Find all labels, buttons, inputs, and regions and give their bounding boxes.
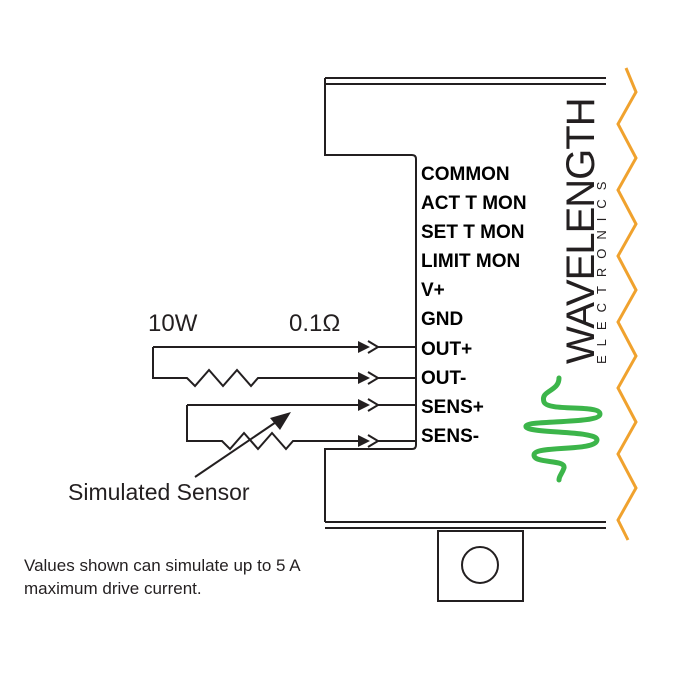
out-minus-arrow-icon: [358, 372, 370, 384]
logo-wave-icon: [523, 375, 603, 483]
wavelength-logo: WAVELENGTH ELECTRONICS: [523, 98, 609, 483]
mounting-hole-icon: [461, 546, 499, 584]
sensor-circuit: [186, 398, 416, 478]
out-plus-arrow-icon: [358, 341, 370, 353]
logo-main-text: WAVELENGTH: [559, 98, 603, 364]
pin-label-sens-minus: SENS-: [421, 426, 479, 447]
pin-label-act-t-mon: ACT T MON: [421, 193, 527, 214]
variable-arrow-head-icon: [270, 412, 291, 430]
logo-sub-text: ELECTRONICS: [594, 173, 609, 364]
pin-label-set-t-mon: SET T MON: [421, 222, 524, 243]
note-line-2: maximum drive current.: [24, 579, 202, 598]
mounting-tab-outline: [437, 530, 524, 602]
pin-label-gnd: GND: [421, 309, 463, 330]
pin-label-limit-mon: LIMIT MON: [421, 251, 520, 272]
sens-minus-arrow-icon: [358, 435, 370, 447]
pin-label-v-plus: V+: [421, 280, 445, 301]
pin-label-sens-plus: SENS+: [421, 397, 484, 418]
pin-labels: COMMON ACT T MON SET T MON LIMIT MON V+ …: [421, 164, 527, 447]
load-resistor-circuit: [152, 340, 416, 388]
pin-label-out-plus: OUT+: [421, 339, 472, 360]
sensor-loop-wire: [186, 405, 215, 442]
load-loop-wire: [152, 347, 180, 379]
mounting-tab: [437, 530, 524, 602]
module-body: [324, 77, 606, 529]
resistor-value-label: 0.1Ω: [289, 310, 340, 337]
module-connector-notch: [324, 78, 417, 522]
sens-plus-arrow-icon: [358, 399, 370, 411]
variable-arrow-line: [194, 417, 283, 478]
break-line: [616, 67, 638, 541]
pin-label-common: COMMON: [421, 164, 510, 185]
load-resistor-icon: [180, 368, 265, 388]
sensor-label: Simulated Sensor: [68, 479, 250, 505]
sensor-resistor-icon: [215, 431, 300, 451]
pin-label-out-minus: OUT-: [421, 368, 466, 389]
note-line-1: Values shown can simulate up to 5 A: [24, 556, 301, 575]
resistor-power-label: 10W: [148, 310, 198, 337]
out-plus-connector-icon: [367, 340, 380, 354]
